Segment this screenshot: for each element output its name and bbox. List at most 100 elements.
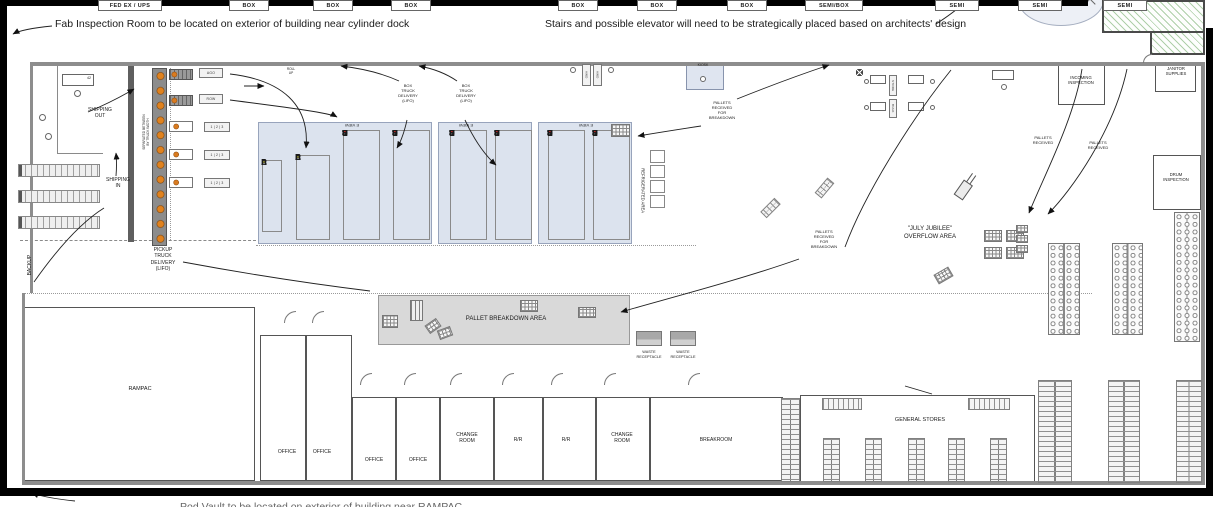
tag-123-2: 1 | 2 | 3	[204, 150, 230, 160]
view-label-1: E VIEW	[344, 123, 360, 128]
tall-rack-2-icon	[1108, 380, 1140, 483]
chair-icon-10	[608, 67, 614, 73]
door-arc-1	[312, 311, 324, 323]
waste-receptacle-2: WASTE RECEPTACLE	[670, 350, 696, 359]
pallets-received-breakdown-2: PALLETS RECEIVED FOR BREAKDOWN	[810, 229, 838, 249]
forklift-icon	[951, 170, 981, 204]
chair-icon-2	[45, 133, 52, 140]
frame-bottom	[0, 488, 1213, 496]
trailer-3-icon	[18, 216, 100, 229]
dock-door-10: SEMI	[1103, 0, 1147, 11]
wall-dock-divider	[128, 66, 134, 242]
pallet-jack-2-icon	[814, 177, 835, 199]
door-arc-2	[360, 373, 372, 385]
room-change-room-2	[596, 397, 650, 481]
frame-top	[0, 0, 1088, 6]
leader-line-15	[620, 258, 800, 314]
incoming-inspection: INCOMING INSPECTION	[1068, 75, 1094, 86]
gs-rack-3-icon	[908, 438, 925, 482]
gs-rack-4-icon	[948, 438, 965, 482]
door-arc-7	[604, 373, 616, 385]
conveyor-note: SEPARATED BETWEEN BY TRUCK WIDTH	[142, 114, 150, 150]
door-arc-9	[1143, 54, 1152, 63]
restroom-1: R/R	[513, 437, 523, 443]
rack-cell-letter: P	[547, 127, 553, 137]
door-arc-6	[551, 373, 563, 385]
overflow-pallet-4-icon	[1006, 247, 1024, 259]
tag-123-3: 1 | 2 | 3	[204, 178, 230, 188]
tall-rack-1-icon	[1038, 380, 1072, 483]
trailer-1-icon	[18, 164, 100, 177]
rack-cbap-8: CCBBAAPP	[592, 128, 630, 240]
general-stores: GENERAL STORES	[894, 417, 946, 423]
gs-rack-5-icon	[990, 438, 1007, 482]
conveyor-station-3-icon	[169, 121, 193, 132]
dock-door-label: BOX	[650, 2, 664, 9]
bd-cart-icon	[410, 300, 423, 321]
drum-rack-1-icon	[1048, 243, 1080, 335]
breakroom: BREAKROOM	[699, 437, 733, 443]
wall-left-upper	[30, 66, 33, 293]
dock-door-4: BOX	[558, 0, 598, 11]
panel-boundary	[256, 245, 696, 246]
shipping-out: SHIPPING OUT	[88, 107, 112, 120]
room-restroom-2	[543, 397, 596, 481]
box-truck-delivery-1: BOX TRUCK DELIVERY (LIFO)	[398, 83, 418, 103]
rampac: RAMPAC	[128, 386, 152, 392]
dock-door-label: SEMI	[1117, 2, 1133, 9]
waste-bin-1-icon	[636, 331, 662, 346]
dock-door-label: BOX	[242, 2, 256, 9]
rack-cbap-3: CCBBAAPP	[342, 127, 380, 240]
rack-cell: P	[392, 128, 397, 137]
room-office-small-1	[352, 397, 396, 481]
dock-door-9: SEMI	[1018, 0, 1062, 11]
dock-door-label: SEMI/BOX	[818, 2, 850, 9]
pallet-breakdown-area: PALLET BREAKDOWN AREA	[465, 316, 547, 322]
rack-cell: B	[295, 153, 301, 162]
dock-door-label: BOX	[404, 2, 418, 9]
door-arc-8	[688, 373, 700, 385]
wall-left-lower	[22, 293, 25, 483]
pickup-truck-delivery: PICKUP TRUCK DELIVERY (LIFO)	[150, 247, 176, 272]
leader-line-3	[113, 152, 120, 177]
rack-cell-letter: P	[449, 127, 455, 137]
office-2: OFFICE	[312, 449, 332, 455]
rack-cell: P	[449, 128, 454, 137]
dock-door-label: BOX	[740, 2, 754, 9]
mini-pallet-1-icon	[1016, 225, 1028, 233]
door-arc-5	[502, 373, 514, 385]
rack-cell-letter: P	[342, 127, 348, 137]
door-arc-0	[284, 311, 296, 323]
tag-store: STORE	[889, 75, 897, 96]
chair-icon-9	[570, 67, 576, 73]
door-arc-3	[404, 373, 416, 385]
dock-door-6: BOX	[727, 0, 767, 11]
tall-rack-3-icon	[1176, 380, 1202, 483]
chair-icon-3	[700, 76, 706, 82]
room-change-room-1	[440, 397, 494, 481]
dock-door-0: FED EX / UPS	[98, 0, 162, 11]
chair-icon-1	[39, 114, 46, 121]
rack-panel-3	[538, 122, 632, 244]
refrigerated-area: REFRIGERATED AREA	[640, 168, 646, 214]
dock-door-7: SEMI/BOX	[805, 0, 863, 11]
kiosk: KIOSK	[697, 63, 709, 67]
room-breakroom	[650, 397, 783, 481]
fridge-box-3-icon	[650, 180, 665, 193]
leader-line-12	[736, 64, 830, 100]
dock-door-label: BOX	[326, 2, 340, 9]
drum-rack-3-icon	[1174, 212, 1200, 342]
table-icon	[62, 74, 94, 86]
label-42: 42	[87, 76, 91, 80]
rack-cbap-6: CCBBAAPP	[494, 128, 532, 240]
pallets-received-1: PALLETS RECEIVED	[1032, 135, 1054, 145]
restroom-2: R/R	[561, 437, 571, 443]
bd-pallet-2-icon	[520, 300, 538, 312]
leader-line-8	[340, 63, 400, 82]
wall-int-h	[57, 153, 103, 154]
room-office-tall-2	[306, 335, 352, 481]
rack-top-pallet-icon	[611, 124, 630, 137]
overflow-pallet-5-icon	[933, 266, 954, 285]
conveyor-station-5-icon	[169, 177, 193, 188]
tag-bulk: BULK	[889, 99, 897, 118]
